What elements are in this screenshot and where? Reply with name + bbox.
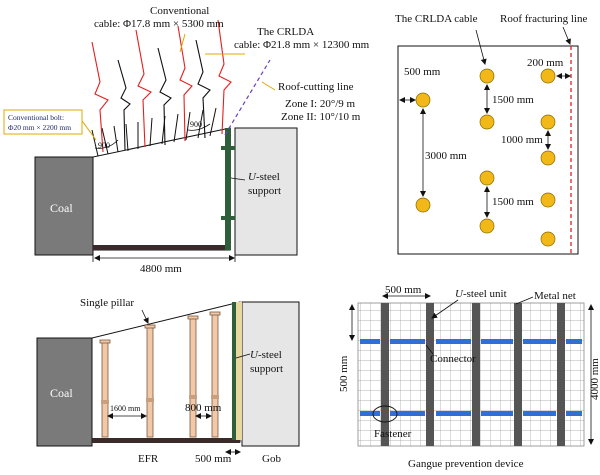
conventional-cables bbox=[117, 39, 211, 151]
fracture-pointer bbox=[562, 26, 571, 45]
coal-block bbox=[34, 156, 94, 256]
support-leader-c bbox=[235, 353, 251, 359]
u-steel-support bbox=[225, 128, 231, 250]
crlda-spec: cable: Φ21.8 mm × 12300 mm bbox=[234, 39, 370, 51]
connector-pointer bbox=[425, 344, 434, 355]
crlda-cables bbox=[91, 19, 232, 153]
width-label: 4800 mm bbox=[140, 263, 182, 275]
zone-2-label: Zone II: 10°/10 m bbox=[281, 111, 361, 123]
efr-layer bbox=[232, 302, 236, 440]
dim-500-left-label: 500 mm bbox=[338, 355, 350, 392]
dim-1000-label: 1000 mm bbox=[501, 134, 543, 146]
gob-label: Gob bbox=[262, 453, 281, 465]
dim-200-label: 200 mm bbox=[527, 57, 564, 69]
bolt-label-box bbox=[3, 109, 83, 135]
bolt-spacing-left: 900 bbox=[98, 141, 110, 150]
conventional-cable-leader bbox=[179, 33, 186, 53]
roadway-floor bbox=[93, 245, 230, 250]
u-steel-units bbox=[381, 303, 565, 446]
fastener-label: Fastener bbox=[374, 428, 412, 440]
bolt-spec: Φ20 mm × 2200 mm bbox=[8, 123, 71, 132]
u-steel-clamp bbox=[221, 216, 235, 220]
panel-c-pillar-section: Coal Single pillar 1600 mm 800 mm U-stee… bbox=[36, 297, 300, 465]
crlda-cable-holes bbox=[415, 68, 556, 247]
panel-a-roadway-section: Coal bbox=[3, 5, 370, 275]
u-steel-clamp bbox=[221, 146, 235, 150]
bolt-spacing-right: 900 bbox=[190, 120, 202, 129]
connectors-top bbox=[360, 339, 582, 344]
single-pillars bbox=[99, 311, 221, 438]
crlda-cable-label: The CRLDA cable bbox=[395, 13, 478, 25]
panel-b-cable-layout: The CRLDA cable Roof fracturing line 500… bbox=[395, 13, 587, 255]
dim-800-label: 800 mm bbox=[185, 402, 222, 414]
conventional-cable-label: Conventional bbox=[150, 5, 209, 17]
u-steel-unit-label: U-steel unit bbox=[455, 288, 507, 300]
roadway-floor-c bbox=[92, 438, 240, 443]
dim-1500-top-label: 1500 mm bbox=[492, 94, 534, 106]
u-steel-support-label-c-line2: support bbox=[250, 363, 283, 375]
crlda-label: The CRLDA bbox=[257, 26, 314, 38]
conventional-bolts bbox=[91, 107, 217, 157]
roof-cutting-label: Roof-cutting line bbox=[278, 81, 354, 93]
efr-label: EFR bbox=[138, 453, 159, 465]
u-steel-support-label: U-steel bbox=[248, 171, 280, 183]
fracture-label: Roof fracturing line bbox=[500, 13, 587, 25]
bolt-leader bbox=[79, 117, 97, 141]
bolt-spacing-left-arc bbox=[94, 139, 119, 149]
zone-1-label: Zone I: 20°/9 m bbox=[285, 98, 356, 110]
crlda-cable-pointer bbox=[475, 29, 487, 65]
coal-label: Coal bbox=[50, 201, 73, 215]
dim-3000-label: 3000 mm bbox=[425, 150, 467, 162]
pillar-pointer bbox=[141, 309, 149, 324]
efr-fill bbox=[236, 302, 242, 440]
fastener-marker bbox=[372, 405, 398, 423]
metal-net-pointer bbox=[515, 296, 534, 305]
metal-net-label: Metal net bbox=[534, 290, 576, 302]
roadway-outline bbox=[92, 127, 231, 251]
u-steel-support-label-line2: support bbox=[248, 185, 281, 197]
dim-1600-label: 1600 mm bbox=[110, 404, 141, 413]
u-steel-support-label-c: U-steel bbox=[250, 349, 282, 361]
u-steel-unit-pointer bbox=[431, 299, 459, 319]
device-label: Gangue prevention device bbox=[408, 458, 524, 470]
coal-label-c: Coal bbox=[50, 386, 73, 400]
bolt-label: Conventional bolt: bbox=[8, 113, 64, 122]
pillar-base-plates bbox=[101, 395, 219, 404]
pillar-label: Single pillar bbox=[80, 297, 134, 309]
connectors-bottom bbox=[360, 411, 582, 416]
bolt-spacing-right-arc bbox=[187, 123, 211, 131]
roof-cut-leader bbox=[261, 81, 276, 91]
u-steel-leader bbox=[230, 177, 246, 181]
gob-block bbox=[234, 127, 298, 256]
metal-net bbox=[357, 302, 585, 447]
connector-label: Connector bbox=[430, 353, 476, 365]
conventional-cable-spec: cable: Φ17.8 mm × 5300 mm bbox=[94, 18, 224, 30]
coal-block-c bbox=[36, 337, 93, 447]
dim-500-label: 500 mm bbox=[404, 66, 441, 78]
panel-d-gangue-device: 500 mm U-steel unit Metal net 500 mm Con… bbox=[338, 284, 600, 470]
roof-cutting-line bbox=[224, 59, 271, 136]
dim-4000-label: 4000 mm bbox=[589, 358, 600, 400]
dim-500-label-c: 500 mm bbox=[195, 453, 232, 465]
gob-block-c bbox=[241, 301, 300, 447]
dim-1500-bottom-label: 1500 mm bbox=[492, 196, 534, 208]
dim-500-top-label: 500 mm bbox=[385, 284, 422, 296]
